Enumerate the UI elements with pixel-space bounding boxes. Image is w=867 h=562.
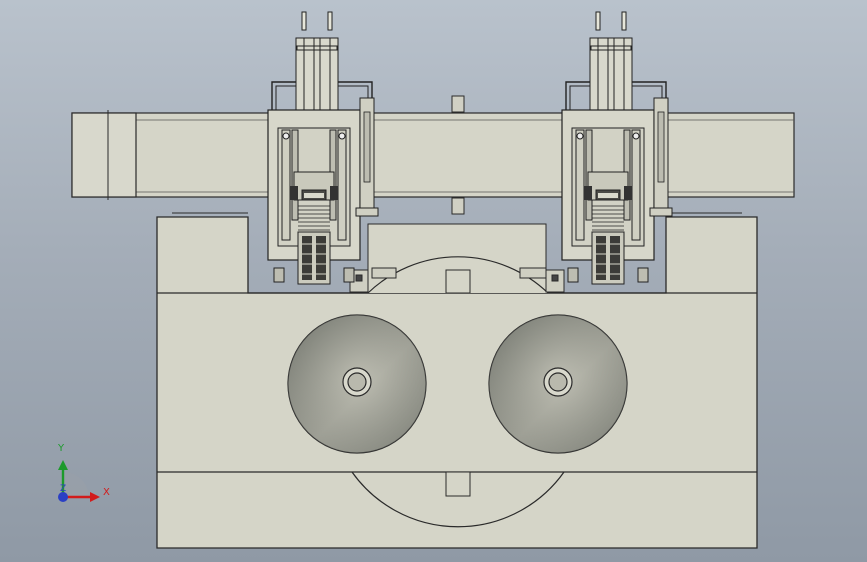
left-clamp-actuator[interactable] <box>267 11 379 285</box>
triad-y-label: Y <box>58 443 65 454</box>
right-grinding-disc[interactable] <box>488 314 628 454</box>
triad-z-label: Z <box>60 484 67 494</box>
top-beam <box>71 95 795 215</box>
right-clamp-actuator[interactable] <box>561 11 673 285</box>
left-grinding-disc[interactable] <box>287 314 427 454</box>
base-frame <box>156 216 758 549</box>
view-orientation-triad-icon[interactable] <box>58 460 100 502</box>
triad-x-label: X <box>103 487 110 498</box>
